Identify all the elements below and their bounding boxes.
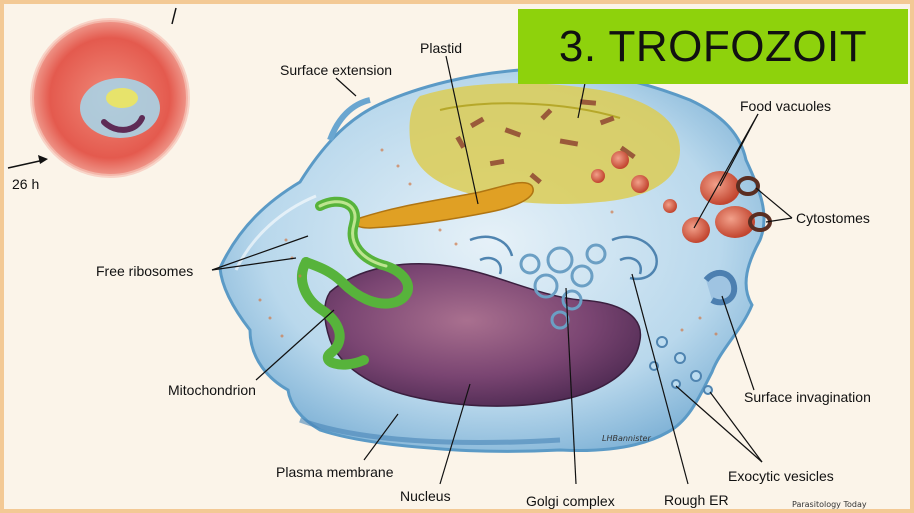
title-banner: 3. TROFOZOIT	[518, 9, 908, 84]
label-surface-extension: Surface extension	[280, 62, 392, 78]
label-rough-er: Rough ER	[664, 492, 729, 508]
label-plastid: Plastid	[420, 40, 462, 56]
label-nucleus: Nucleus	[400, 488, 451, 504]
stage-time-label: 26 h	[12, 176, 39, 192]
stage-arrow	[8, 155, 48, 168]
artist-credit: LHBannister	[602, 434, 651, 443]
label-mitochondrion: Mitochondrion	[168, 382, 256, 398]
label-exocytic-vesicles: Exocytic vesicles	[728, 468, 834, 484]
page-title: 3. TROFOZOIT	[559, 22, 867, 72]
label-golgi-complex: Golgi complex	[526, 493, 615, 509]
label-surface-invagination: Surface invagination	[744, 389, 871, 405]
journal-credit: Parasitology Today	[792, 500, 867, 510]
label-plasma-membrane: Plasma membrane	[276, 464, 394, 480]
label-free-ribosomes: Free ribosomes	[96, 263, 193, 279]
infected-red-blood-cell	[32, 8, 188, 176]
label-food-vacuoles: Food vacuoles	[740, 98, 831, 114]
label-cytostomes: Cytostomes	[796, 210, 870, 226]
